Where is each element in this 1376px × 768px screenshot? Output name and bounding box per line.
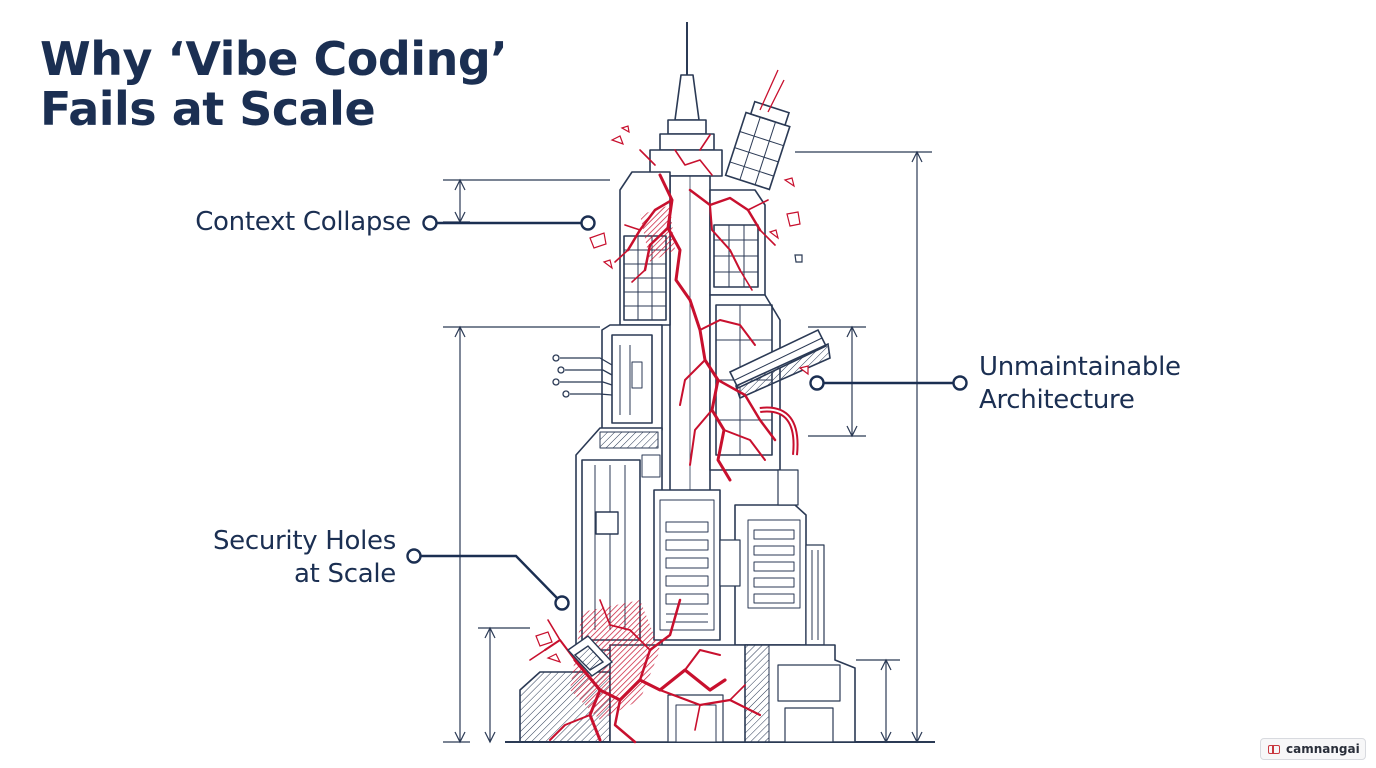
title-line-2: Fails at Scale (40, 82, 376, 136)
dimension-lines (443, 150, 932, 744)
broken-top-block (724, 100, 791, 191)
watermark-badge: camnangai (1260, 738, 1366, 760)
callout-security-holes: Security Holes at Scale (213, 525, 396, 591)
unmaintainable-label-line-1: Unmaintainable (979, 352, 1181, 382)
steel-beam (728, 328, 831, 400)
callout-unmaintainable-architecture: Unmaintainable Architecture (979, 351, 1181, 417)
damage-zone-upper (640, 205, 675, 262)
security-label-line-2: at Scale (294, 559, 396, 589)
watermark-text: camnangai (1286, 742, 1360, 756)
title-line-1: Why ‘Vibe Coding’ (40, 32, 508, 86)
damage-zone (570, 600, 660, 720)
circuit-traces (552, 354, 613, 398)
callout-connectors (406, 215, 968, 611)
callout-context-collapse: Context Collapse (195, 206, 411, 239)
context-collapse-label: Context Collapse (195, 207, 411, 237)
security-label-line-1: Security Holes (212, 526, 396, 556)
debris (535, 125, 809, 664)
book-icon (1268, 744, 1280, 754)
falling-slab (566, 635, 614, 677)
skyscraper (519, 22, 856, 743)
page-title: Why ‘Vibe Coding’ Fails at Scale (40, 32, 508, 136)
unmaintainable-label-line-2: Architecture (979, 385, 1135, 415)
